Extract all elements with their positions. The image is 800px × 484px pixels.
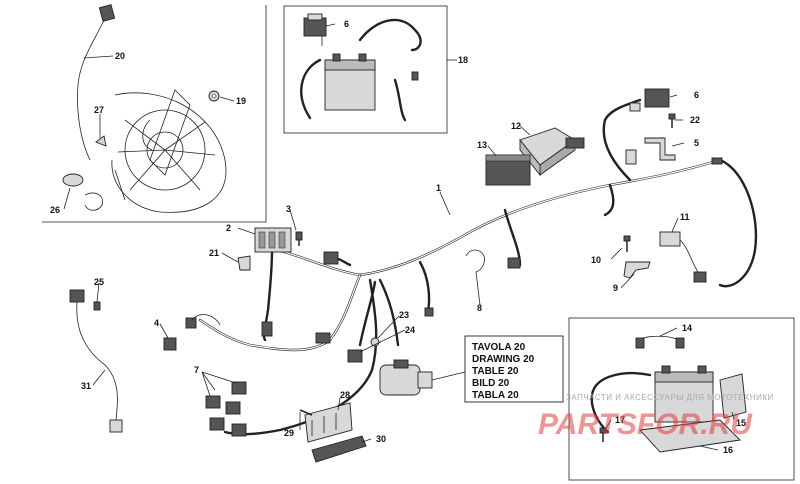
- callout-12: 12: [511, 121, 521, 131]
- callout-9: 9: [613, 283, 618, 293]
- callout-17: 17: [615, 415, 625, 425]
- sensor-cable-20: [77, 4, 116, 161]
- callout-10: 10: [591, 255, 601, 265]
- screw-22: [668, 113, 676, 128]
- callout-24: 24: [405, 325, 415, 335]
- battery-variant-inset-frame: [568, 317, 795, 481]
- bracket-9: [623, 261, 651, 279]
- front-wheel-illustration: [111, 89, 227, 213]
- callout-2: 2: [226, 223, 231, 233]
- callout-7: 7: [194, 365, 199, 375]
- callout-19: 19: [236, 96, 246, 106]
- screw-29: [299, 409, 313, 416]
- reference-line-4: TABLA 20: [472, 390, 519, 401]
- relays-7: [205, 381, 247, 437]
- callout-27: 27: [94, 105, 104, 115]
- callout-numbers: 1 2 3 4 5 6 6 7 8 9 10 11 12 13 14 15 16…: [50, 19, 746, 455]
- screw-10: [623, 235, 631, 252]
- screw-3: [295, 231, 303, 246]
- callout-28: 28: [340, 390, 350, 400]
- pad-30: [311, 435, 367, 463]
- callout-6b: 6: [694, 90, 699, 100]
- reference-line-2: TABLE 20: [472, 366, 519, 377]
- relay-6-right: [629, 88, 670, 112]
- callout-11: 11: [680, 212, 690, 222]
- reference-line-3: BILD 20: [472, 378, 510, 389]
- callout-14: 14: [682, 323, 692, 333]
- connector: [323, 251, 339, 265]
- sensor-25-31: [69, 289, 123, 433]
- condenser-11: [659, 231, 707, 283]
- callout-26: 26: [50, 205, 60, 215]
- tray-16: [639, 419, 741, 453]
- connector: [507, 257, 521, 269]
- starter-motor-starter: [379, 359, 433, 396]
- bracket-5: [625, 137, 676, 165]
- main-harness-1: [198, 98, 758, 436]
- leader-lines: [63, 23, 735, 451]
- callout-20: 20: [115, 51, 125, 61]
- callout-5: 5: [694, 138, 699, 148]
- battery-inset-frame: [283, 5, 448, 134]
- callout-22: 22: [690, 115, 700, 125]
- callout-15: 15: [736, 418, 746, 428]
- reference-line-1: DRAWING 20: [472, 354, 535, 365]
- bracket-21: [237, 255, 251, 271]
- sensor-27: [95, 135, 107, 147]
- callout-13: 13: [477, 140, 487, 150]
- callout-4: 4: [154, 318, 159, 328]
- callout-18: 18: [458, 55, 468, 65]
- connector: [424, 307, 434, 317]
- voltage-regulator-2: [254, 227, 292, 253]
- callout-8: 8: [477, 303, 482, 313]
- callout-29: 29: [284, 428, 294, 438]
- pad-15: [719, 373, 747, 419]
- relay-6-top: [303, 13, 327, 46]
- callout-30: 30: [376, 434, 386, 444]
- callout-25: 25: [94, 277, 104, 287]
- watermark-caption: ЗАПЧАСТИ И АКСЕССУАРЫ ДЛЯ МОТОТЕХНИКИ: [566, 393, 774, 402]
- front-wheel-inset-frame: [42, 5, 267, 223]
- callout-21: 21: [209, 248, 219, 258]
- clip-19: [208, 90, 220, 102]
- callout-1: 1: [436, 183, 441, 193]
- callout-3: 3: [286, 204, 291, 214]
- clip-8: [465, 249, 485, 273]
- callout-31: 31: [81, 381, 91, 391]
- watermark: ЗАПЧАСТИ И АКСЕССУАРЫ ДЛЯ МОТОТЕХНИКИ PA…: [538, 393, 774, 441]
- control-unit-13: [485, 154, 531, 186]
- callout-23: 23: [399, 310, 409, 320]
- watermark-brand: PARTSFOR.RU: [538, 408, 753, 441]
- battery-cable-14: [635, 335, 685, 349]
- battery-variant: [590, 365, 714, 434]
- reference-line-0: TAVOLA 20: [472, 342, 526, 353]
- sensor-4: [163, 314, 221, 351]
- gasket-28: [304, 402, 353, 443]
- clamp-26: [62, 173, 103, 211]
- callout-6a: 6: [344, 19, 349, 29]
- reference-box: TAVOLA 20 DRAWING 20 TABLE 20 BILD 20 TA…: [464, 335, 564, 403]
- battery-18: [300, 18, 422, 122]
- connector: [711, 157, 723, 165]
- connector: [315, 332, 331, 344]
- screw-17: [599, 427, 607, 442]
- connector: [261, 321, 273, 337]
- callout-16: 16: [723, 445, 733, 455]
